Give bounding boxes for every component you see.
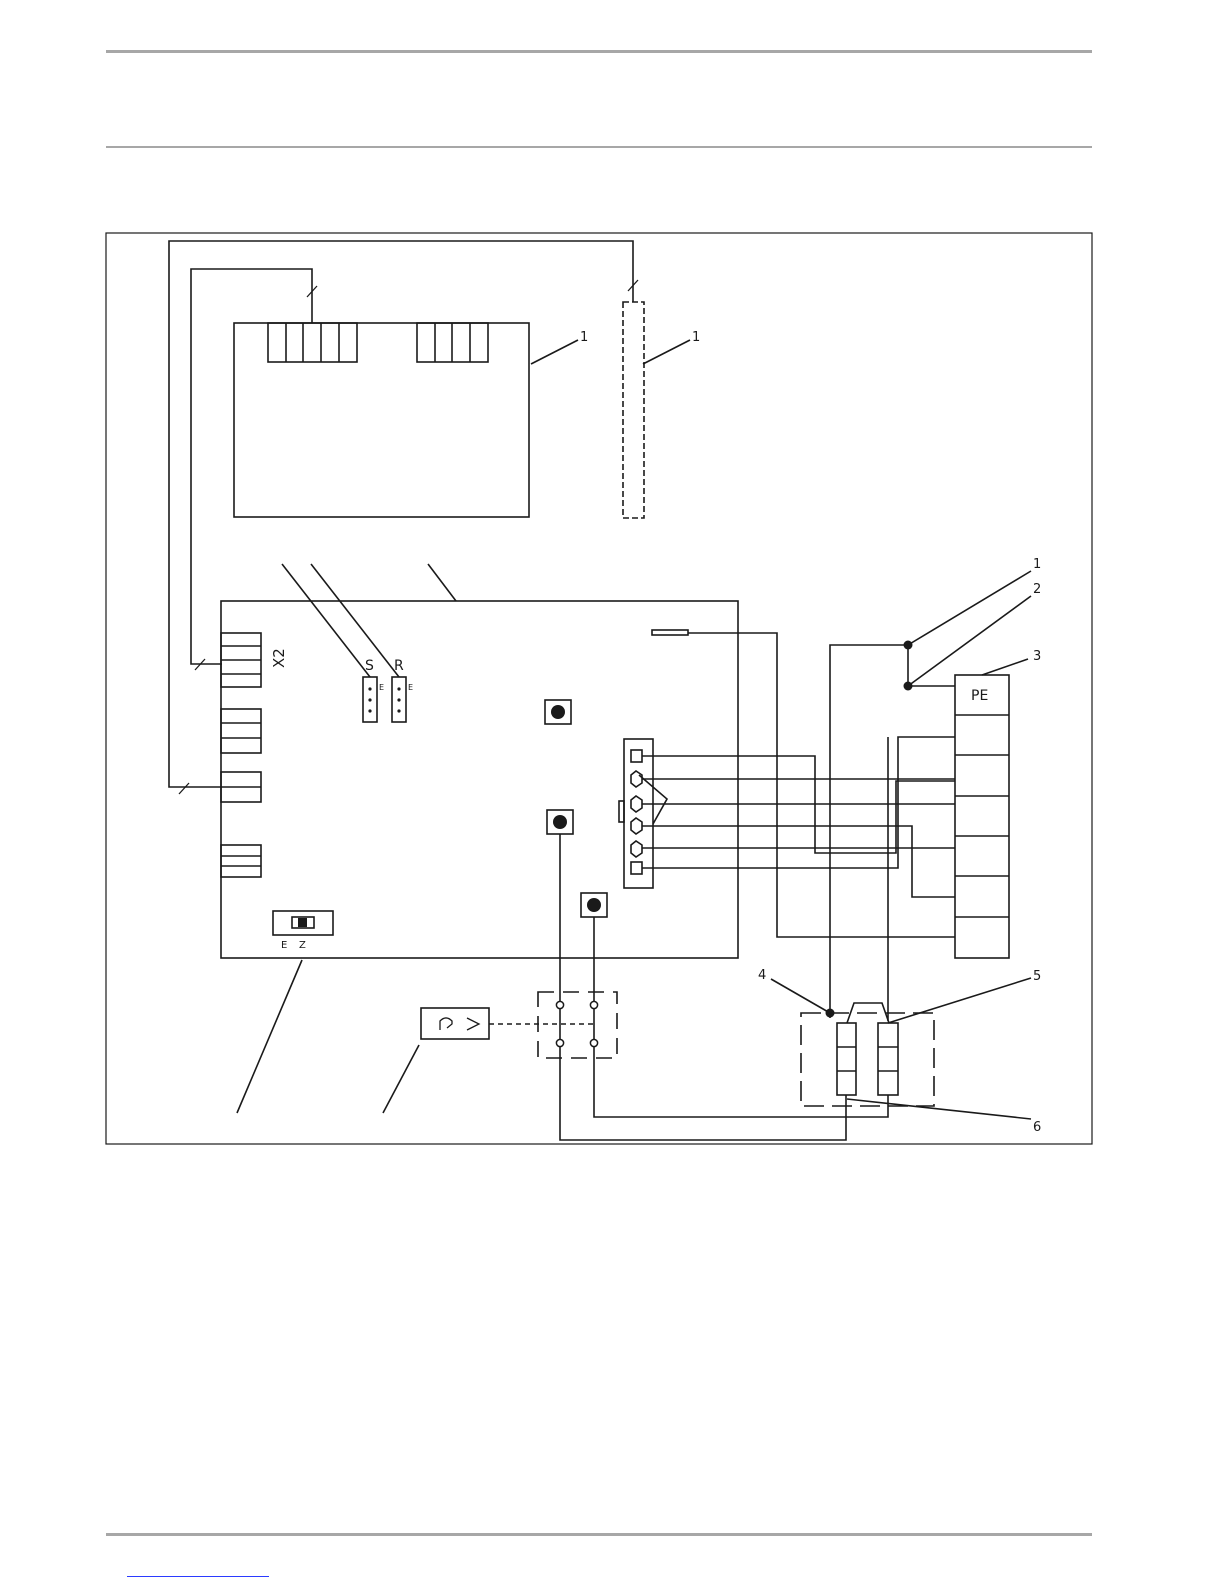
callout-6: 6 xyxy=(1033,1120,1041,1135)
display-connector-left xyxy=(268,323,357,362)
label-jumper-r: R xyxy=(394,658,404,674)
label-jumper-s: S xyxy=(365,658,374,674)
callout-4: 4 xyxy=(758,968,766,983)
display-module-board xyxy=(234,323,529,517)
callout-display-module: 1 xyxy=(580,330,588,345)
label-x2: X2 xyxy=(270,648,288,668)
mains-terminal-left xyxy=(837,1023,856,1095)
terminal-block-pe xyxy=(955,675,1009,958)
callout-3: 3 xyxy=(1033,649,1041,664)
label-switch-z: Z xyxy=(299,940,306,951)
connector-x2 xyxy=(221,633,261,687)
mains-terminal-right xyxy=(878,1023,898,1095)
display-connector-right xyxy=(417,323,488,362)
callout-5: 5 xyxy=(1033,969,1041,984)
label-pe: PE xyxy=(971,688,988,704)
label-jumper-r-e: E xyxy=(408,683,413,692)
callout-2: 2 xyxy=(1033,582,1041,597)
callout-optional-module: 1 xyxy=(692,330,700,345)
label-switch-e: E xyxy=(281,940,287,951)
mains-connection-area xyxy=(801,1013,934,1106)
diagram-frame xyxy=(106,233,1092,1144)
callout-1: 1 xyxy=(1033,557,1041,572)
sensor-terminal xyxy=(652,630,688,635)
label-jumper-s-e: E xyxy=(379,683,384,692)
connector-4 xyxy=(221,845,261,877)
connector-2 xyxy=(221,709,261,753)
external-switch-area xyxy=(538,992,617,1058)
wire-display-to-x2 xyxy=(191,269,312,664)
optional-module xyxy=(623,302,644,518)
connector-3 xyxy=(221,772,261,802)
